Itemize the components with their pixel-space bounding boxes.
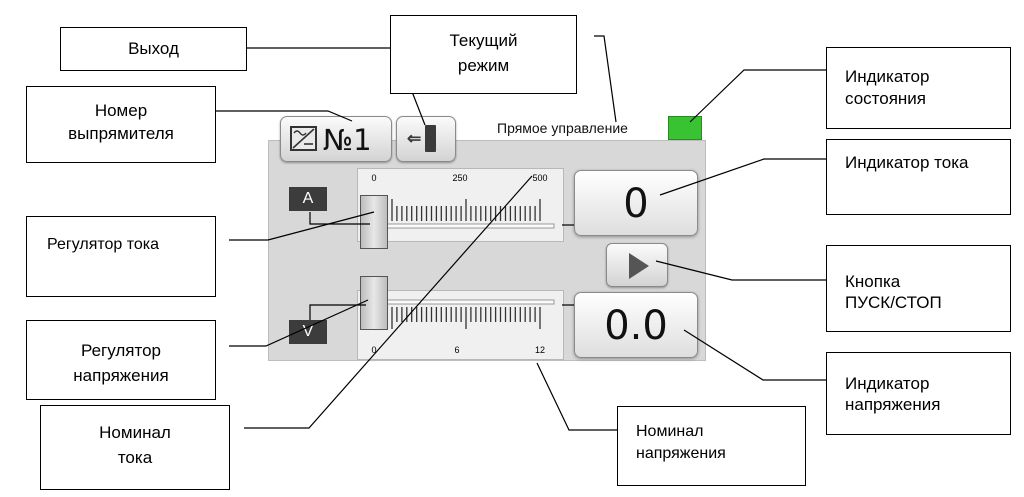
line-voltage-nominal <box>536 362 617 431</box>
callout-current-indicator: Индикатор тока <box>826 139 1011 215</box>
line-voltage-regulator <box>229 299 369 347</box>
line-mode <box>594 35 617 123</box>
current-scale: 0 250 500 <box>357 168 564 242</box>
play-icon <box>629 253 649 279</box>
line-number <box>216 110 353 122</box>
voltage-scale-label-12: 12 <box>535 345 545 355</box>
callout-state-line-2: состояния <box>845 89 926 108</box>
callout-voltage-regulator: Регулятор напряжения <box>26 320 216 400</box>
current-unit-badge: A <box>289 187 327 211</box>
callout-current-nominal-line-2: тока <box>117 448 153 467</box>
line-unit-v <box>309 304 366 320</box>
callout-mode-line-2: режим <box>457 56 510 75</box>
callout-voltage-indicator-line-1: Индикатор <box>845 374 930 393</box>
callout-mode: Текущий режим <box>390 15 577 94</box>
line-unit-a <box>309 212 370 225</box>
current-slider-knob[interactable] <box>360 195 388 249</box>
current-scale-graphic: 0 250 500 <box>369 173 555 229</box>
callout-voltage-nominal: Номинал напряжения <box>617 406 806 486</box>
callout-current-regulator-line-1: Регулятор тока <box>47 236 160 253</box>
callout-exit: Выход <box>60 27 247 71</box>
callout-start-stop: Кнопка ПУСК/СТОП <box>826 245 1011 332</box>
voltage-scale: 0 6 12 <box>357 290 564 360</box>
current-scale-label-250: 250 <box>452 173 467 183</box>
line-current-regulator <box>229 211 375 241</box>
current-scale-label-500: 500 <box>532 173 547 183</box>
callout-number-line-1: Номер <box>94 101 148 120</box>
callout-state: Индикатор состояния <box>826 47 1011 129</box>
callout-mode-line-1: Текущий <box>449 31 518 50</box>
start-stop-button[interactable] <box>606 243 668 287</box>
callout-exit-line-1: Выход <box>128 39 179 58</box>
voltage-scale-label-6: 6 <box>454 345 459 355</box>
callout-state-line-1: Индикатор <box>845 67 930 86</box>
exit-door-shape <box>425 125 436 152</box>
rectifier-number-button[interactable]: №1 <box>280 116 392 162</box>
callout-current-nominal: Номинал тока <box>40 405 230 490</box>
exit-icon: ⇐ <box>407 129 422 148</box>
line-current-indicator <box>659 158 826 196</box>
callout-number-line-2: выпрямителя <box>68 124 174 143</box>
callout-number: Номер выпрямителя <box>26 86 216 163</box>
voltage-slider-knob[interactable] <box>360 276 388 330</box>
callout-voltage-regulator-line-1: Регулятор <box>80 341 161 360</box>
callout-voltage-nominal-line-2: напряжения <box>636 445 726 462</box>
rectifier-number: №1 <box>323 123 372 157</box>
callout-voltage-indicator: Индикатор напряжения <box>826 352 1011 435</box>
mode-text: Прямое управление <box>497 120 628 136</box>
callout-current-indicator-line-1: Индикатор тока <box>845 153 969 172</box>
line-current-nominal <box>244 175 533 429</box>
line-start-stop <box>655 260 826 281</box>
state-indicator <box>668 116 702 140</box>
line-state <box>689 69 826 123</box>
voltage-unit-badge: V <box>289 320 327 344</box>
callout-voltage-indicator-line-2: напряжения <box>845 395 941 414</box>
callout-start-stop-line-1: Кнопка <box>845 272 901 291</box>
callout-current-nominal-line-1: Номинал <box>99 423 171 442</box>
callout-start-stop-line-2: ПУСК/СТОП <box>845 293 942 312</box>
rectifier-icon <box>290 126 317 151</box>
callout-voltage-regulator-line-2: напряжения <box>73 366 169 385</box>
voltage-readout: 0.0 <box>574 292 698 358</box>
current-readout: 0 <box>574 170 698 236</box>
exit-button[interactable]: ⇐ <box>396 116 456 162</box>
voltage-scale-label-0: 0 <box>371 345 376 355</box>
line-voltage-indicator <box>683 329 826 381</box>
current-scale-label-0: 0 <box>371 173 376 183</box>
callout-current-regulator: Регулятор тока <box>26 216 216 297</box>
callout-voltage-nominal-line-1: Номинал <box>636 423 704 440</box>
